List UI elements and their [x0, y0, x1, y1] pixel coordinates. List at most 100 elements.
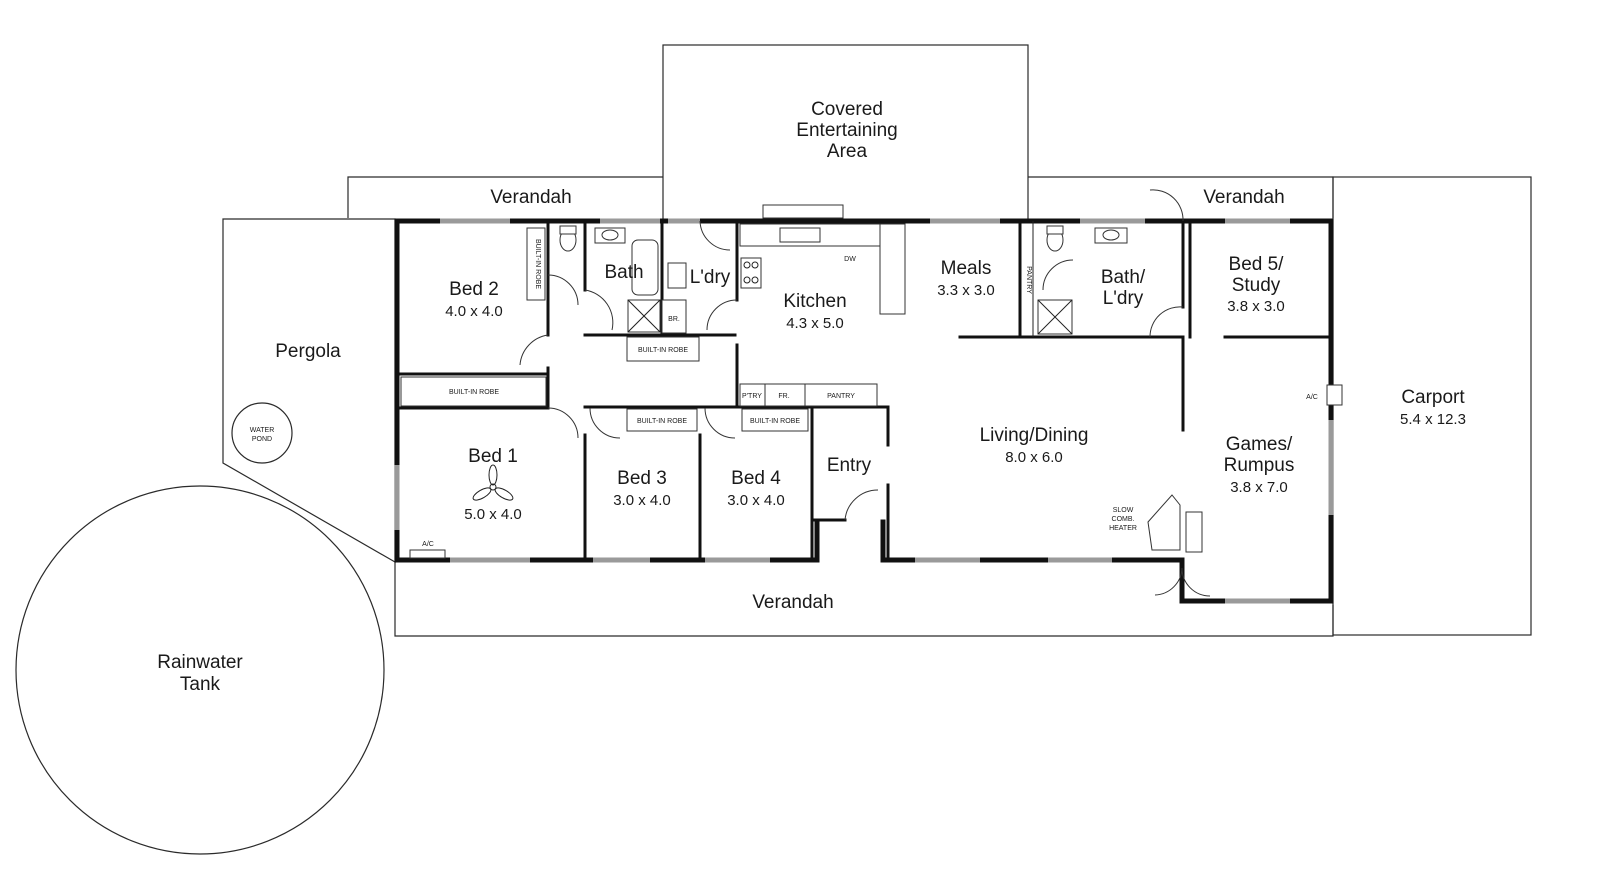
- br-label: BR.: [668, 316, 680, 323]
- pantry-cupboard: [804, 383, 878, 407]
- games-label: Rumpus: [1224, 455, 1295, 476]
- door-swing: [589, 407, 621, 439]
- water-pond: [231, 402, 293, 464]
- door-swing: [1181, 567, 1211, 597]
- bathtub: [631, 239, 659, 296]
- ldry-label: L'dry: [690, 267, 731, 288]
- verandah-top-right-label: Verandah: [1203, 187, 1284, 208]
- ac-label: A/C: [1306, 394, 1318, 401]
- built-in-robe-label: BUILT-IN ROBE: [449, 389, 499, 396]
- bed2-dims: 4.0 x 4.0: [445, 303, 503, 320]
- covered-entertaining-label: Area: [827, 141, 868, 162]
- cooktop: [740, 257, 762, 289]
- verandah-top-left-outline: [347, 176, 663, 218]
- burner: [751, 276, 759, 284]
- built-in-robe-bed2: [526, 227, 546, 301]
- bed1-label: Bed 1: [468, 446, 518, 467]
- kitchen-label: Kitchen: [783, 291, 846, 312]
- shower-cross: [1037, 299, 1073, 335]
- dw-label: DW: [844, 256, 856, 263]
- bed4-label: Bed 4: [731, 468, 781, 489]
- shower-cross: [627, 299, 661, 333]
- built-in-robe-label: BUILT-IN ROBE: [750, 418, 800, 425]
- bath-ldry-label: Bath/: [1101, 267, 1146, 288]
- built-in-robe-bed1: [400, 376, 547, 407]
- living-dining-dims: 8.0 x 6.0: [1005, 449, 1063, 466]
- bed3-label: Bed 3: [617, 468, 667, 489]
- built-in-robe-label: BUILT-IN ROBE: [638, 347, 688, 354]
- door-swing: [1154, 567, 1183, 596]
- rainwater-tank: [15, 485, 385, 855]
- covered-entertaining-label: Covered: [811, 99, 883, 120]
- rainwater-tank-label: Rainwater: [157, 652, 243, 673]
- door-swing: [1042, 259, 1074, 291]
- built-in-robe-label: BUILT-IN ROBE: [534, 239, 541, 289]
- ac-bed1: [409, 549, 446, 559]
- bed5-dims: 3.8 x 3.0: [1227, 298, 1285, 315]
- meals-dims: 3.3 x 3.0: [937, 282, 995, 299]
- bed3-dims: 3.0 x 4.0: [613, 492, 671, 509]
- built-in-robe-bed3: [626, 408, 698, 432]
- games-dims: 3.8 x 7.0: [1230, 479, 1288, 496]
- br-cupboard: [661, 299, 687, 334]
- door-swing: [1149, 306, 1184, 338]
- door-swing: [547, 274, 579, 306]
- door-swing: [704, 407, 736, 439]
- verandah-bottom-label: Verandah: [752, 592, 833, 613]
- bath-ldry-label: L'dry: [1103, 288, 1144, 309]
- burner: [743, 261, 751, 269]
- toilet-cistern-2: [1046, 225, 1064, 235]
- ac-label: A/C: [422, 541, 434, 548]
- bed4-dims: 3.0 x 4.0: [727, 492, 785, 509]
- pantry-label: PANTRY: [827, 393, 855, 400]
- bed5-label: Bed 5/: [1229, 254, 1285, 275]
- built-in-robe-label: BUILT-IN ROBE: [637, 418, 687, 425]
- pantry-vertical-label: PANTRY: [1025, 266, 1032, 294]
- water-pond-label: WATER: [250, 427, 275, 434]
- carport-dims: 5.4 x 12.3: [1400, 411, 1466, 428]
- built-in-robe-hall: [626, 336, 700, 362]
- verandah-top-right-outline: [1028, 176, 1334, 218]
- burner: [743, 276, 751, 284]
- slow-combustion-heater: [1147, 494, 1181, 551]
- heater-label: SLOW: [1113, 507, 1134, 514]
- toilet-cistern: [559, 225, 577, 235]
- bed5-label: Study: [1232, 275, 1281, 296]
- basin-bathldry: [1102, 229, 1120, 241]
- basin-bath: [601, 229, 619, 241]
- built-in-robe-bed4: [741, 408, 809, 432]
- covered-entertaining-label: Entertaining: [796, 120, 897, 141]
- bed1-dims: 5.0 x 4.0: [464, 506, 522, 523]
- kitchen-island: [879, 223, 906, 315]
- living-dining-label: Living/Dining: [980, 425, 1089, 446]
- pergola-label: Pergola: [275, 341, 341, 362]
- kitchen-dims: 4.3 x 5.0: [786, 315, 844, 332]
- entry-label: Entry: [827, 455, 872, 476]
- meals-label: Meals: [941, 258, 992, 279]
- pergola-outline: [222, 218, 396, 564]
- bath-label: Bath: [604, 262, 643, 283]
- door-swing: [1149, 189, 1184, 222]
- ceiling-fan-icon: [472, 464, 514, 501]
- heater-hearth: [1185, 511, 1203, 553]
- bed2-label: Bed 2: [449, 279, 499, 300]
- door-swing: [706, 299, 738, 331]
- games-label: Games/: [1226, 434, 1293, 455]
- water-pond-label: POND: [252, 436, 272, 443]
- door-swing: [519, 334, 549, 366]
- burner: [751, 261, 759, 269]
- ptry-label: P'TRY: [742, 393, 762, 400]
- exterior-wall: [394, 218, 1334, 604]
- verandah-top-left-label: Verandah: [490, 187, 571, 208]
- ac-games: [1326, 384, 1343, 406]
- door-swing: [699, 220, 731, 251]
- heater-label: COMB.: [1112, 516, 1135, 523]
- laundry-tub: [667, 262, 687, 289]
- heater-label: HEATER: [1109, 525, 1137, 532]
- rainwater-tank-label: Tank: [180, 674, 221, 695]
- door-swing: [844, 489, 879, 521]
- door-swing: [547, 407, 579, 439]
- range-hood: [762, 204, 844, 219]
- fr-label: FR.: [778, 393, 789, 400]
